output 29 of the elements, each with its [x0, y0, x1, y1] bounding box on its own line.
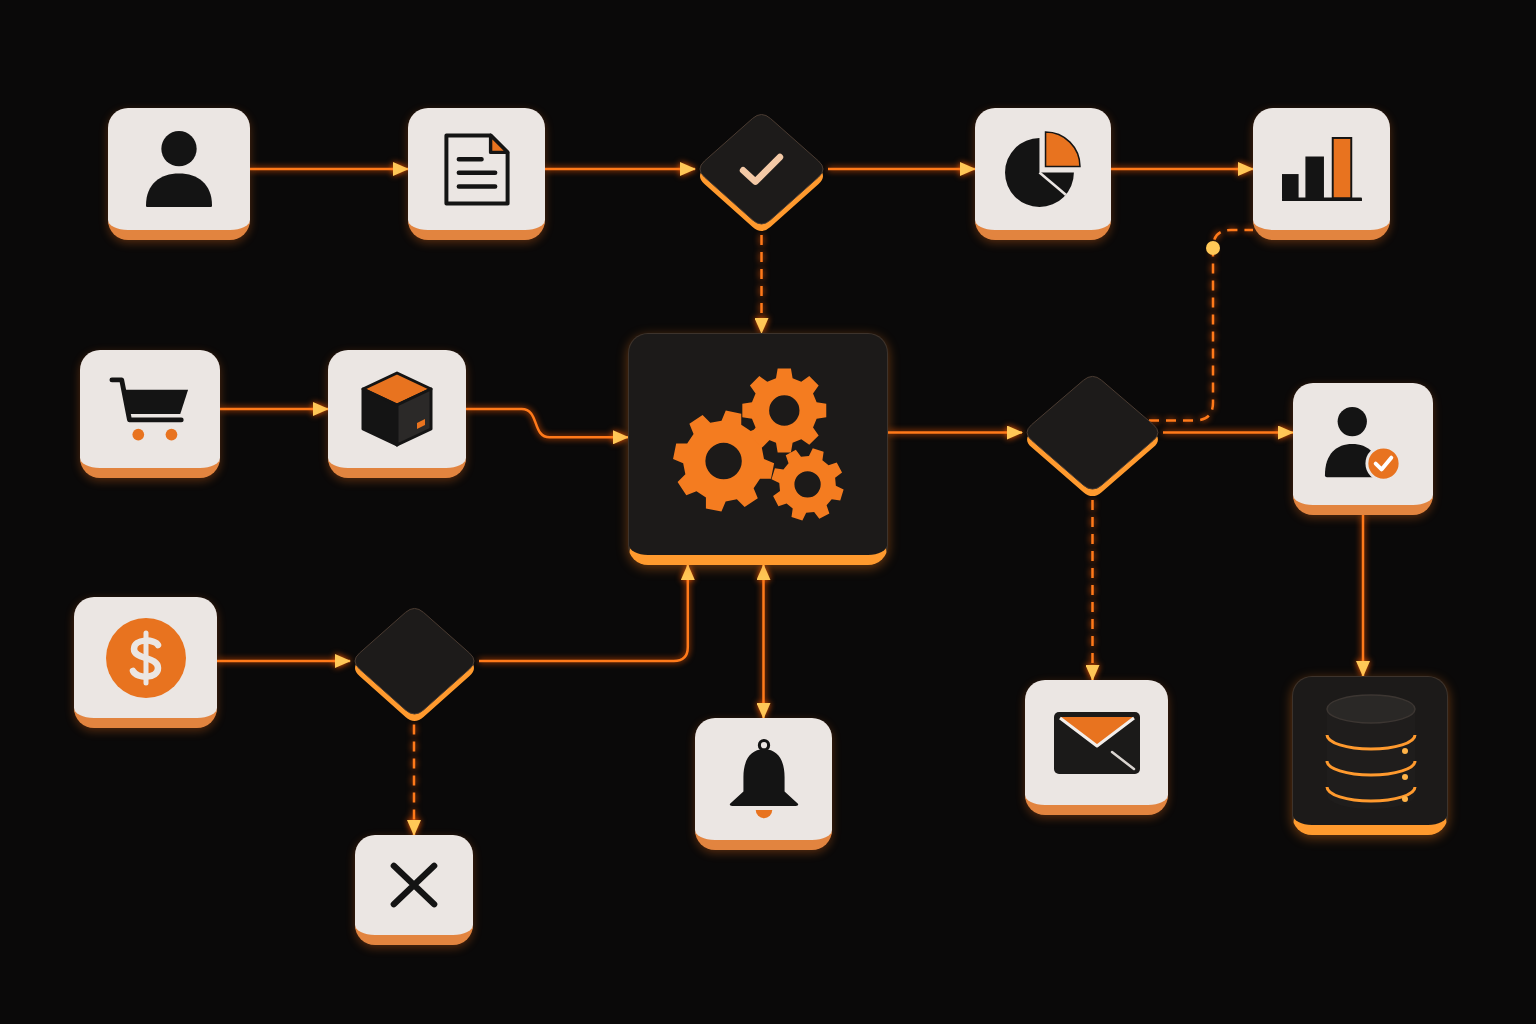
icon-tile: [975, 108, 1111, 240]
arrow: [217, 654, 351, 668]
double-arrow: [756, 564, 771, 719]
icon-tile: [1292, 676, 1448, 835]
arrow: [828, 162, 976, 176]
arrow: [1163, 425, 1294, 440]
arrow: [545, 162, 696, 176]
arrow: [220, 402, 329, 416]
icon-tile: [695, 718, 832, 850]
icon-tile: [1293, 383, 1433, 515]
icon-tile: [1025, 680, 1168, 815]
icon-tile: [355, 835, 473, 945]
icon-tile: [74, 597, 217, 728]
dashed-arrow: [754, 235, 769, 334]
arrow: [250, 162, 409, 176]
arrow: [1356, 515, 1370, 677]
icon-tile: [628, 333, 888, 565]
icon-tile: [80, 350, 220, 478]
arrow: [466, 407, 629, 445]
dashed-connector: [1149, 228, 1253, 422]
icon-tile: [408, 108, 545, 240]
arrow: [1111, 162, 1254, 176]
dashed-arrow: [1085, 500, 1100, 681]
icon-tile: [1253, 108, 1390, 240]
icon-tile: [328, 350, 466, 478]
arrow: [479, 564, 695, 663]
dashed-arrow: [407, 724, 421, 836]
arrow: [888, 425, 1023, 440]
icon-tile: [108, 108, 250, 240]
